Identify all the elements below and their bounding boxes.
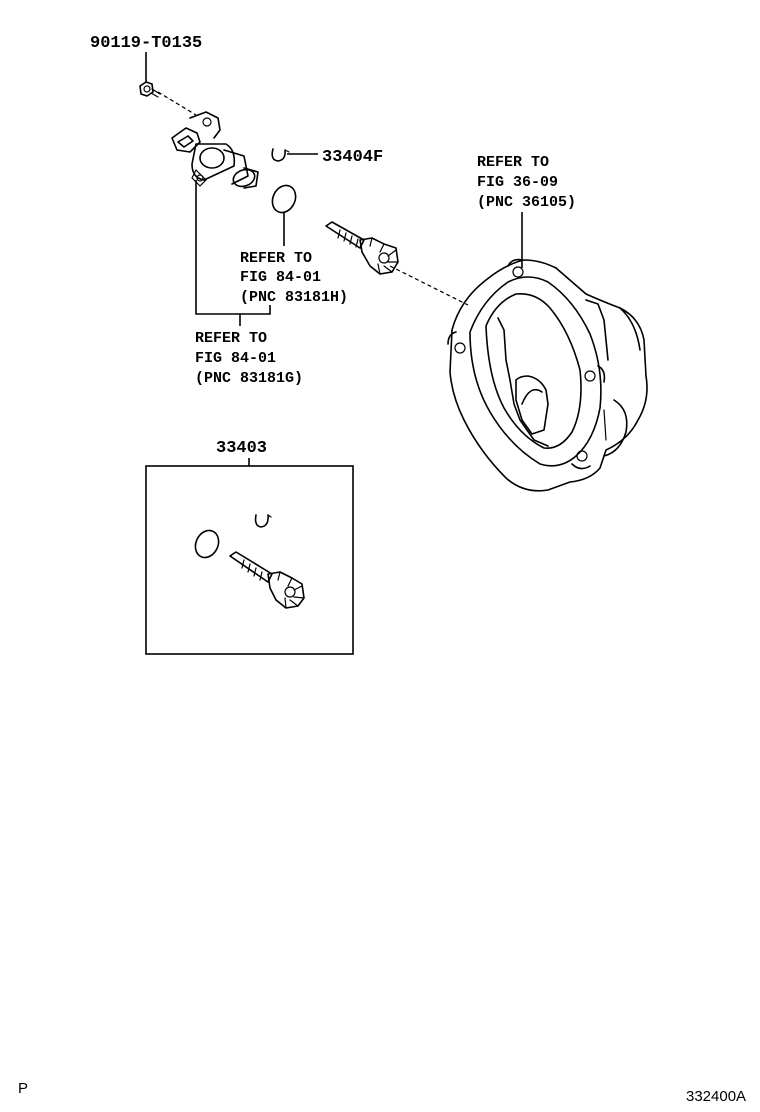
kit-driven-gear[interactable] [229, 551, 305, 609]
o-ring-top[interactable] [268, 182, 300, 217]
label-kit[interactable]: 33403 [216, 439, 267, 458]
refer-housing-note: REFER TO FIG 36-09 (PNC 36105) [477, 154, 576, 211]
bolt-part[interactable] [139, 81, 161, 98]
refer-sensor-note: REFER TO FIG 84-01 (PNC 83181G) [195, 330, 303, 387]
footer-left: P [18, 1080, 28, 1097]
clip-part[interactable] [271, 148, 290, 162]
refer-sensor-line1: REFER TO [195, 330, 267, 347]
refer-housing-line1: REFER TO [477, 154, 549, 171]
label-bolt[interactable]: 90119-T0135 [90, 34, 202, 53]
driven-gear-top[interactable] [325, 221, 399, 275]
refer-sensor-line3: (PNC 83181G) [195, 370, 303, 387]
kit-box [145, 465, 354, 655]
kit-o-ring[interactable] [191, 527, 223, 562]
speed-sensor-part[interactable] [171, 111, 259, 189]
refer-oring-line2: FIG 84-01 [240, 269, 321, 286]
bolt-axis-dashline [157, 91, 197, 116]
refer-housing-line2: FIG 36-09 [477, 174, 558, 191]
housing-part[interactable] [447, 258, 648, 492]
refer-sensor-line2: FIG 84-01 [195, 350, 276, 367]
leader-sensor-bracket [195, 180, 271, 315]
gear-axis-dashline [389, 265, 469, 306]
footer-right: 332400A [686, 1088, 746, 1105]
refer-oring-line1: REFER TO [240, 250, 312, 267]
kit-clip[interactable] [254, 514, 272, 528]
refer-housing-line3: (PNC 36105) [477, 194, 576, 211]
refer-oring-line3: (PNC 83181H) [240, 289, 348, 306]
refer-oring-note: REFER TO FIG 84-01 (PNC 83181H) [240, 250, 348, 306]
label-clip[interactable]: 33404F [322, 148, 383, 167]
